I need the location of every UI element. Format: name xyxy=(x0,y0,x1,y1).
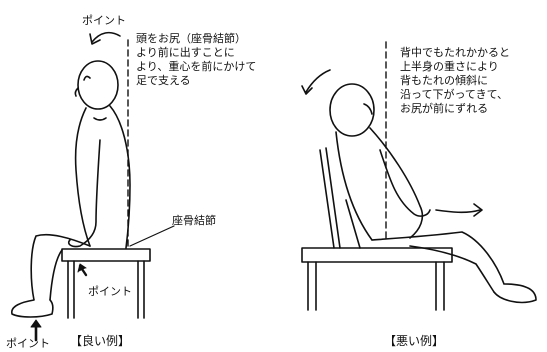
bad-chair xyxy=(301,147,453,311)
good-explanation: 頭をお尻（座骨結節） より前に出すことに より、重心を前にかけて 足で支える xyxy=(136,32,256,88)
good-explanation-line: より前に出すことに xyxy=(136,46,235,59)
bad-explanation-line: 上半身の重さにより xyxy=(400,60,499,73)
good-head xyxy=(77,60,119,110)
good-explanation-line: より、重心を前にかけて xyxy=(136,60,257,73)
bad-head xyxy=(329,83,375,137)
bad-explanation-line: 沿って下がってきて、 xyxy=(400,88,509,101)
good-leg-front xyxy=(30,233,91,301)
good-posture-figure xyxy=(11,31,175,342)
bad-slide-arrow xyxy=(435,209,481,214)
good-stool xyxy=(61,248,151,319)
good-point-bottom-label: ポイント xyxy=(6,337,50,350)
tailbone-leader-line xyxy=(129,225,175,247)
bad-leg-top xyxy=(371,231,505,285)
good-foot xyxy=(11,299,54,318)
bad-torso-front xyxy=(369,127,424,239)
bad-foot xyxy=(493,283,537,304)
good-explanation-line: 頭をお尻（座骨結節） xyxy=(136,32,246,45)
bad-explanation-line: 背中でもたれかかると xyxy=(400,46,510,59)
bad-explanation-line: 背もたれの傾斜に xyxy=(400,74,488,87)
bad-explanation: 背中でもたれかかると 上半身の重さにより 背もたれの傾斜に 沿って下がってきて、… xyxy=(400,46,510,116)
bad-arm xyxy=(379,149,431,217)
good-torso-front xyxy=(74,107,91,247)
bad-lean-arrow xyxy=(305,69,331,93)
good-arm xyxy=(67,139,101,248)
bad-torso-back xyxy=(335,131,373,241)
good-explanation-line: 足で支える xyxy=(136,74,191,87)
bad-explanation-line: お尻が前にずれる xyxy=(400,102,489,115)
good-torso-back xyxy=(109,105,131,249)
good-point-middle-label: ポイント xyxy=(88,285,132,298)
tailbone-label: 座骨結節 xyxy=(172,214,216,227)
good-point-top-label: ポイント xyxy=(82,14,126,27)
bad-caption: 【悪い例】 xyxy=(384,334,445,348)
good-head-arrow xyxy=(91,31,121,43)
good-caption: 【良い例】 xyxy=(70,334,131,348)
bad-posture-figure xyxy=(301,41,537,311)
